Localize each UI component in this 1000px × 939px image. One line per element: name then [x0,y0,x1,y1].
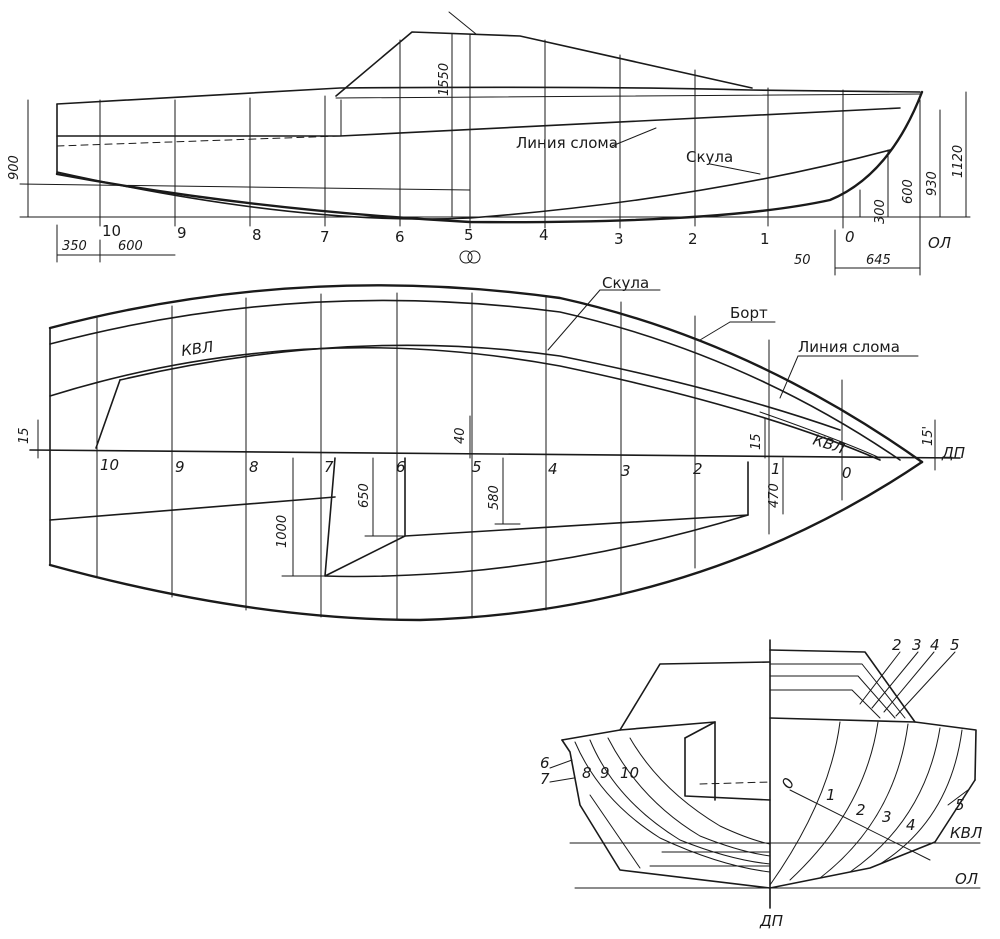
svg-text:1: 1 [760,230,770,248]
svg-text:3: 3 [882,808,892,826]
body-plan-view: 2 3 4 5 0 1 2 3 4 5 6 7 8 9 10 КВЛ ОЛ ДП [540,636,982,930]
plan-chine [49,346,881,461]
profile-sheer-line [56,86,921,105]
profile-dimensions: 1550 900 930 1120 600 300 350 600 50 645 [7,63,966,268]
plan-cockpit [324,514,749,578]
profile-cabin [335,31,753,97]
svg-text:40: 40 [453,427,468,444]
plan-side-label: Борт [730,304,768,322]
svg-text:7: 7 [324,458,334,476]
plan-chine-label: Скула [602,274,649,292]
svg-text:900: 900 [7,155,22,180]
plan-side-edge [48,284,924,464]
svg-text:1550: 1550 [437,63,452,96]
svg-text:2: 2 [856,801,866,819]
body-centerline-label: ДП [759,912,783,930]
plan-lower-outline [48,460,924,622]
profile-keel [55,90,924,224]
svg-text:3: 3 [614,230,624,248]
svg-text:15': 15' [921,426,936,446]
svg-text:1: 1 [826,786,836,804]
svg-text:600: 600 [901,179,916,204]
svg-text:0: 0 [778,775,798,792]
plan-dimensions: 15 40 15 15' 1000 650 580 470 [17,426,936,548]
svg-text:15: 15 [749,433,764,450]
svg-text:5: 5 [955,796,965,814]
svg-text:5: 5 [464,226,474,244]
svg-text:580: 580 [487,485,502,510]
profile-chine [56,149,891,220]
svg-text:4: 4 [930,636,940,654]
svg-text:8: 8 [582,764,592,782]
profile-baseline-label: ОЛ [928,234,951,252]
body-aft-station-numbers: 6 7 8 9 10 [540,754,639,788]
profile-station-numbers: 10 9 8 7 6 5 4 3 2 1 0 [102,222,855,248]
profile-chine-label: Скула [686,148,733,166]
svg-text:6: 6 [540,754,550,772]
profile-break-line-label: Линия слома [516,134,618,152]
svg-text:7: 7 [320,228,330,246]
svg-text:2: 2 [693,460,703,478]
profile-break-line [56,107,901,137]
svg-text:1000: 1000 [275,515,290,548]
svg-text:600: 600 [118,239,143,254]
plan-waterline [119,344,841,431]
svg-text:300: 300 [873,199,888,224]
svg-text:3: 3 [621,462,631,480]
svg-text:650: 650 [357,483,372,508]
svg-text:15: 15 [17,427,32,444]
svg-text:930: 930 [925,171,940,196]
svg-text:4: 4 [906,816,916,834]
svg-text:10: 10 [102,222,121,240]
svg-text:470: 470 [767,483,782,508]
plan-centerline-label: ДП [941,444,965,462]
svg-text:50: 50 [794,253,811,268]
profile-view: 10 9 8 7 6 5 4 3 2 1 0 Линия слома Скула… [7,11,971,276]
plan-break-line-label: Линия слома [798,338,900,356]
svg-text:2: 2 [892,636,902,654]
svg-text:8: 8 [249,458,259,476]
svg-text:350: 350 [62,239,87,254]
svg-text:4: 4 [548,460,558,478]
svg-text:8: 8 [252,226,262,244]
svg-text:6: 6 [396,458,406,476]
plan-waterline-label: КВЛ [180,338,214,360]
svg-text:4: 4 [539,226,549,244]
svg-text:9: 9 [600,764,610,782]
midship-symbol [459,250,481,264]
plan-centerline [29,449,961,459]
svg-text:3: 3 [912,636,922,654]
body-waterline-label: КВЛ [950,824,982,842]
svg-text:10: 10 [620,764,639,782]
svg-text:6: 6 [395,228,405,246]
svg-text:5: 5 [950,636,960,654]
body-baseline-label: ОЛ [955,870,978,888]
svg-text:9: 9 [175,458,185,476]
svg-text:2: 2 [688,230,698,248]
svg-text:645: 645 [866,253,891,268]
svg-text:10: 10 [100,456,119,474]
body-fore-station-numbers: 2 3 4 5 0 1 2 3 4 5 [778,636,965,834]
svg-text:0: 0 [845,228,855,246]
plan-view: 10 9 8 7 6 5 4 3 2 1 0 Скула Борт Линия … [17,274,965,622]
plan-station-numbers: 10 9 8 7 6 5 4 3 2 1 0 [100,456,852,482]
svg-text:5: 5 [472,458,482,476]
svg-text:1120: 1120 [951,145,966,178]
svg-text:9: 9 [177,224,187,242]
svg-text:1: 1 [771,460,781,478]
svg-text:7: 7 [540,770,550,788]
svg-text:0: 0 [842,464,852,482]
